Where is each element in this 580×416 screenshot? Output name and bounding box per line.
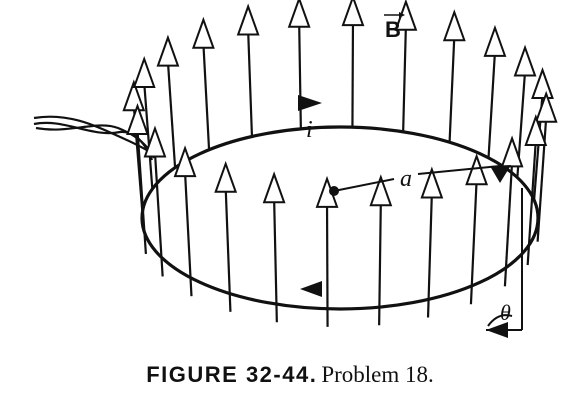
field-arrow	[369, 174, 393, 326]
field-arrow-shaft	[143, 82, 154, 190]
field-arrow-head	[122, 79, 146, 112]
field-arrow-head	[534, 90, 558, 123]
field-arrow-head	[500, 135, 524, 168]
current-loop	[140, 125, 540, 311]
field-arrow-shaft	[402, 25, 407, 132]
field-arrow	[262, 171, 286, 323]
field-arrow-shaft	[166, 61, 177, 168]
figure-caption: FIGURE 32-44. Problem 18.	[0, 362, 580, 388]
field-arrow-head	[214, 160, 238, 193]
label-theta: θ	[500, 300, 511, 325]
field-arrow-head	[143, 125, 167, 158]
field-arrow-head	[173, 145, 197, 178]
radius-a	[329, 165, 501, 196]
field-arrow-head	[132, 56, 156, 88]
field-arrow-shaft	[487, 51, 497, 158]
field-arrow-shaft	[378, 201, 382, 326]
field-arrow-head	[156, 34, 180, 67]
field-arrow	[500, 135, 524, 287]
field-arrow-shaft	[224, 187, 232, 312]
field-arrow-head	[442, 9, 466, 42]
field-arrow	[442, 9, 466, 143]
field-arrow-shaft	[351, 21, 355, 128]
label-B: B	[385, 17, 401, 42]
field-arrows-front	[126, 90, 558, 327]
current-direction-arrows	[298, 95, 511, 297]
field-arrow	[534, 90, 558, 242]
label-a: a	[400, 166, 412, 192]
field-arrows-back	[122, 0, 554, 213]
field-arrow	[126, 103, 149, 255]
field-arrow-head	[341, 0, 365, 27]
field-arrow-shaft	[325, 202, 329, 327]
field-arrow-head	[524, 114, 548, 147]
caption-problem: Problem 18.	[321, 362, 434, 387]
field-arrow	[341, 0, 365, 128]
field-arrow-shaft	[298, 22, 302, 129]
field-arrow	[173, 145, 197, 297]
field-arrow-head	[287, 0, 311, 28]
field-arrow-shaft	[526, 140, 537, 266]
field-arrow	[156, 34, 180, 168]
field-arrow-shaft	[448, 36, 456, 143]
field-arrow-head	[369, 174, 393, 207]
field-arrow-head	[531, 67, 554, 100]
field-arrow-head	[126, 103, 149, 135]
field-arrow-shaft	[426, 193, 433, 318]
field-arrow-head	[483, 24, 507, 57]
field-arrow-shaft	[536, 117, 548, 242]
field-arrow-head	[513, 44, 537, 77]
field-arrow-shaft	[202, 43, 211, 150]
field-arrow-shaft	[247, 30, 254, 137]
field-arrow-head	[191, 16, 215, 49]
vector-B-arrow	[384, 12, 405, 18]
field-arrow	[483, 24, 507, 158]
field-arrow	[214, 160, 238, 312]
caption-figure-number: FIGURE 32-44.	[146, 362, 318, 387]
field-arrow	[143, 125, 167, 277]
field-arrow-head	[465, 153, 489, 186]
field-arrow	[420, 166, 444, 318]
angle-theta	[486, 188, 523, 338]
field-arrow	[315, 175, 339, 327]
field-arrow	[191, 16, 215, 150]
field-arrow	[524, 114, 548, 266]
field-arrow	[236, 3, 260, 137]
field-arrow-shaft	[273, 198, 278, 323]
field-arrow	[132, 56, 156, 190]
label-i: i	[306, 117, 313, 143]
field-arrow-shaft	[183, 172, 193, 297]
field-arrow-head	[262, 171, 286, 204]
field-arrow-shaft	[469, 180, 478, 305]
field-arrow-head	[420, 166, 444, 199]
field-arrow-shaft	[136, 129, 148, 255]
field-arrow	[287, 0, 311, 129]
field-arrow-shaft	[503, 162, 514, 287]
field-arrow-head	[236, 3, 260, 36]
field-arrow	[465, 153, 489, 305]
field-arrow-shaft	[153, 152, 164, 277]
